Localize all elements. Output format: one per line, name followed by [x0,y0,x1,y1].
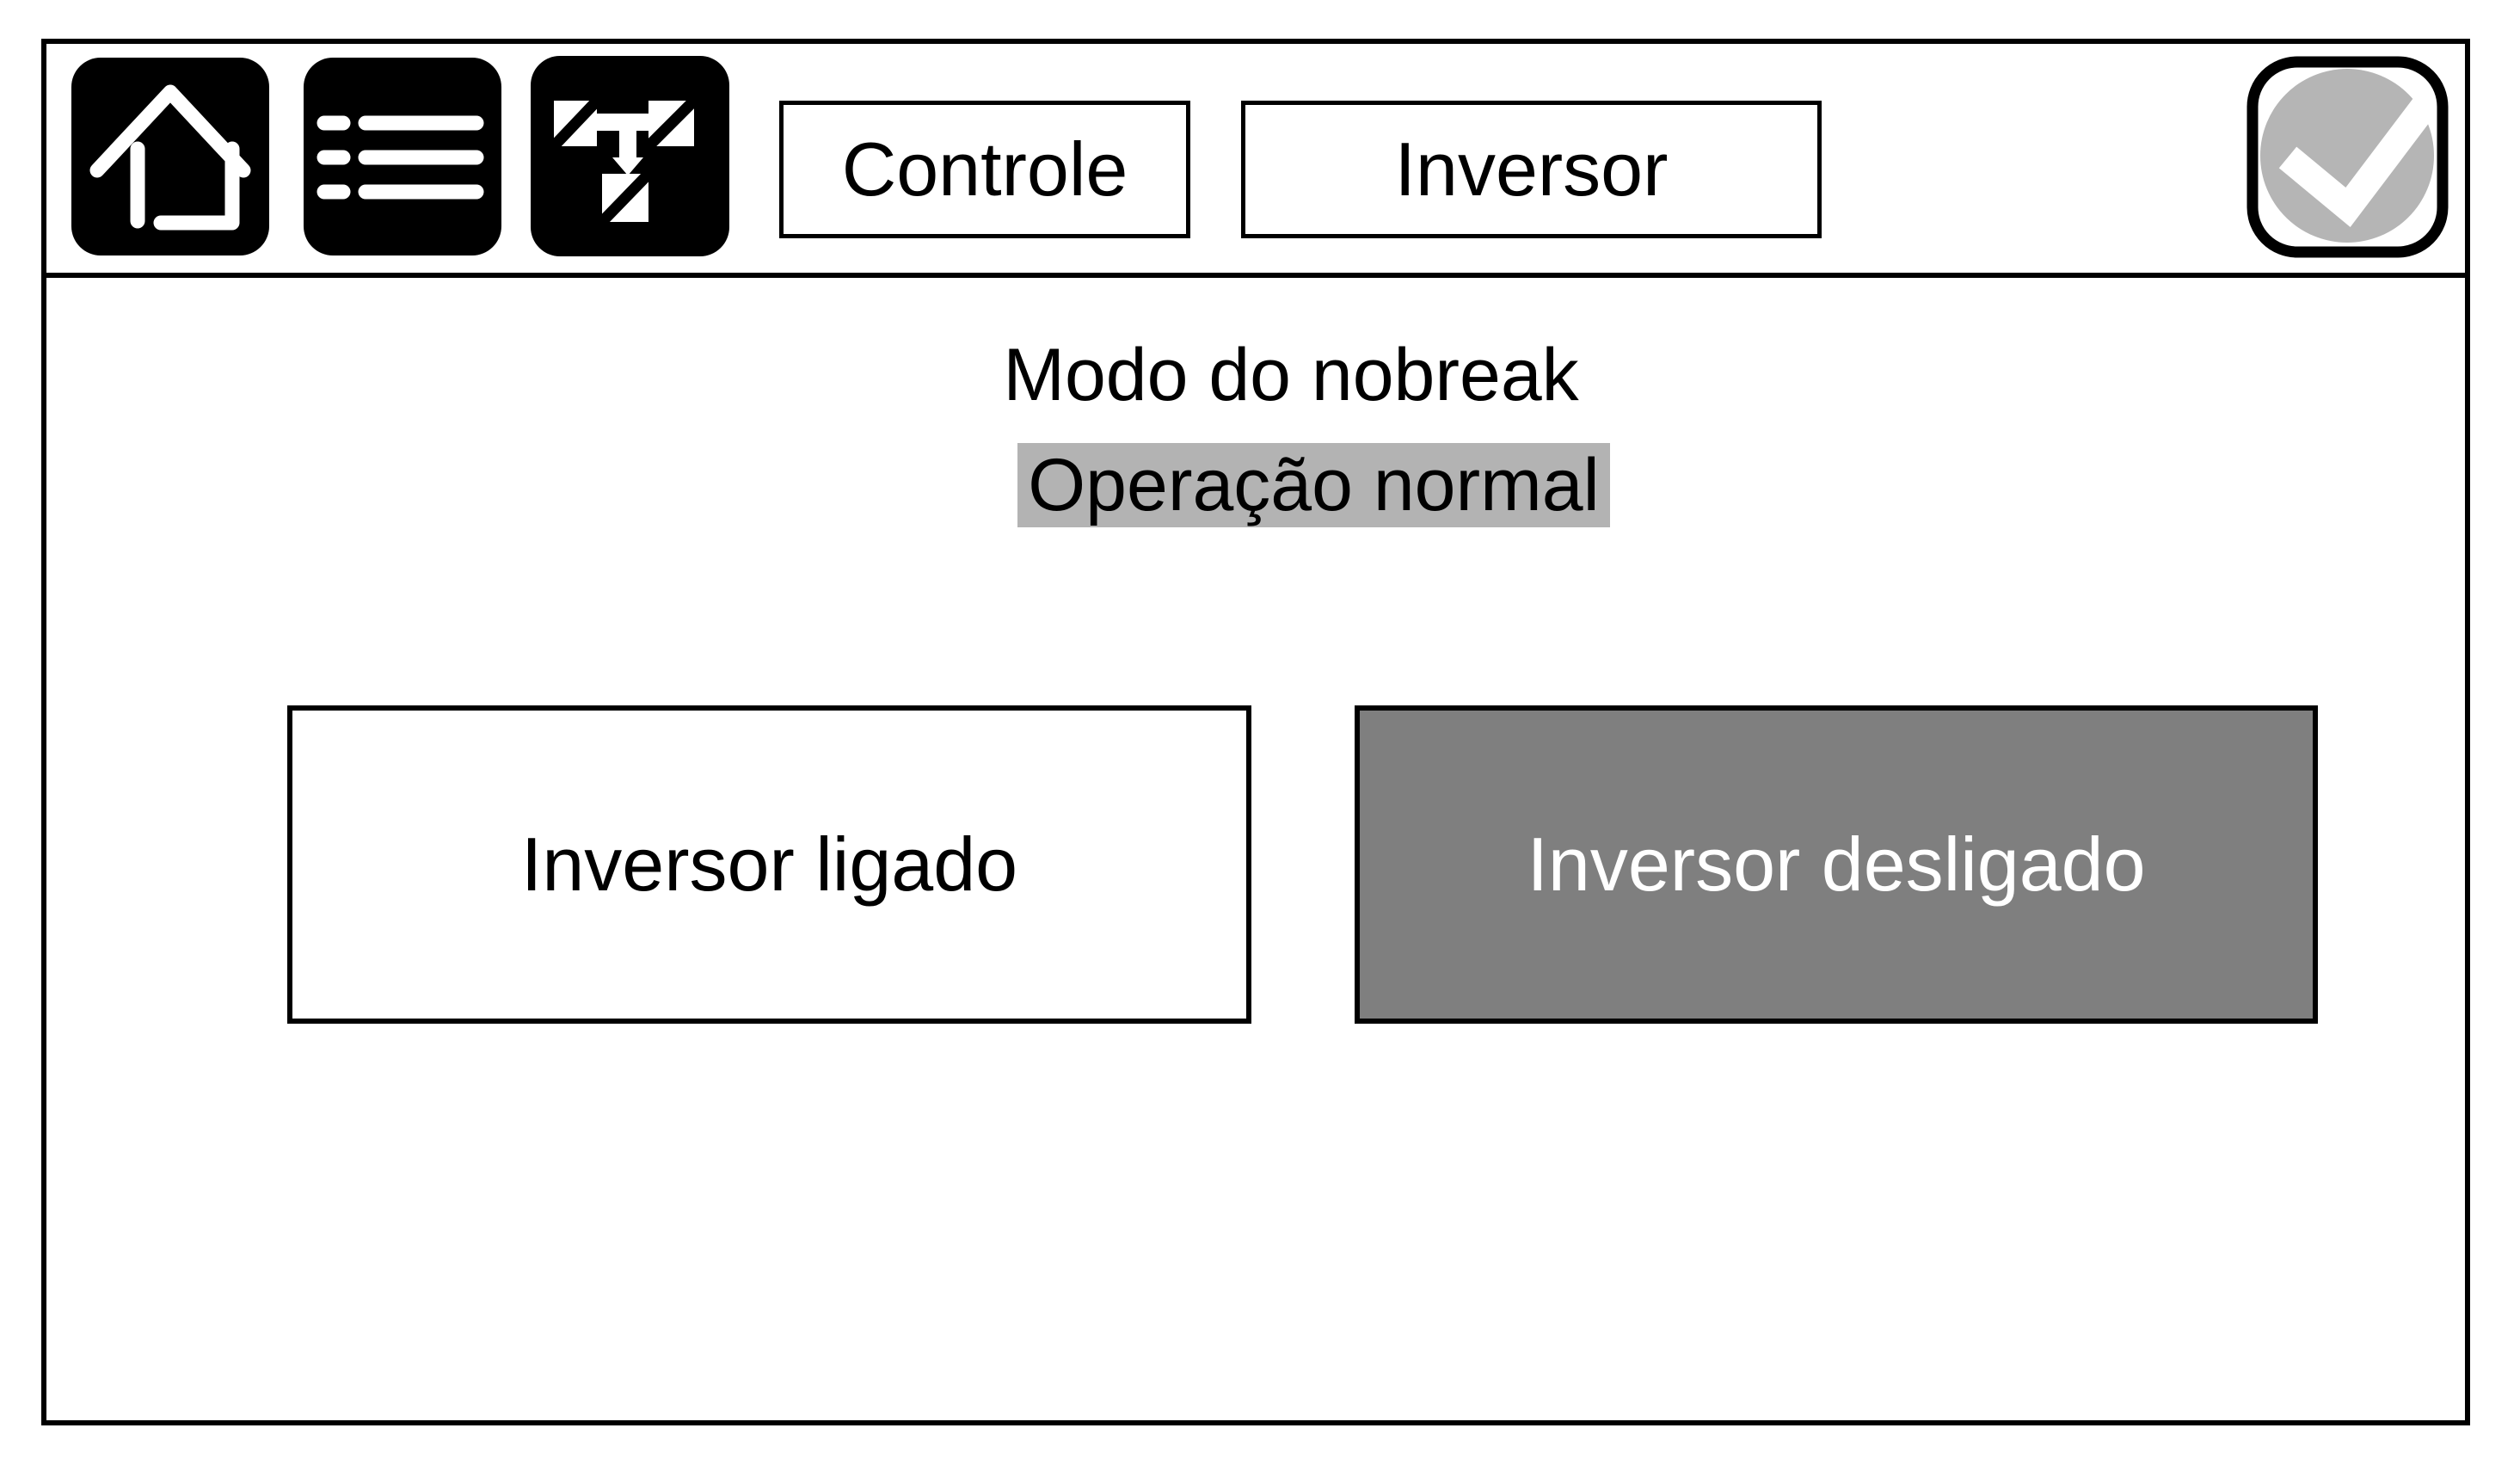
home-icon [71,58,269,258]
mode-title: Modo do nobreak [1003,334,1579,416]
breadcrumb-inversor-button[interactable]: Inversor [1241,101,1822,238]
inverter-off-button[interactable]: Inversor desligado [1355,705,2318,1024]
screen-frame: Controle Inversor Modo do nobreak Operaç… [41,39,2470,1425]
check-ok-icon [2246,56,2449,262]
status-ok-indicator [2246,56,2449,258]
menu-list-icon [304,58,501,258]
inverter-on-button[interactable]: Inversor ligado [287,705,1251,1024]
inverter-transfer-icon [531,56,729,259]
breadcrumb-controle-button[interactable]: Controle [779,101,1190,238]
transfer-button[interactable] [531,56,729,256]
home-button[interactable] [71,58,269,255]
mode-status-value: Operação normal [1017,443,1610,527]
menu-button[interactable] [304,58,501,255]
toolbar-divider [46,273,2465,278]
